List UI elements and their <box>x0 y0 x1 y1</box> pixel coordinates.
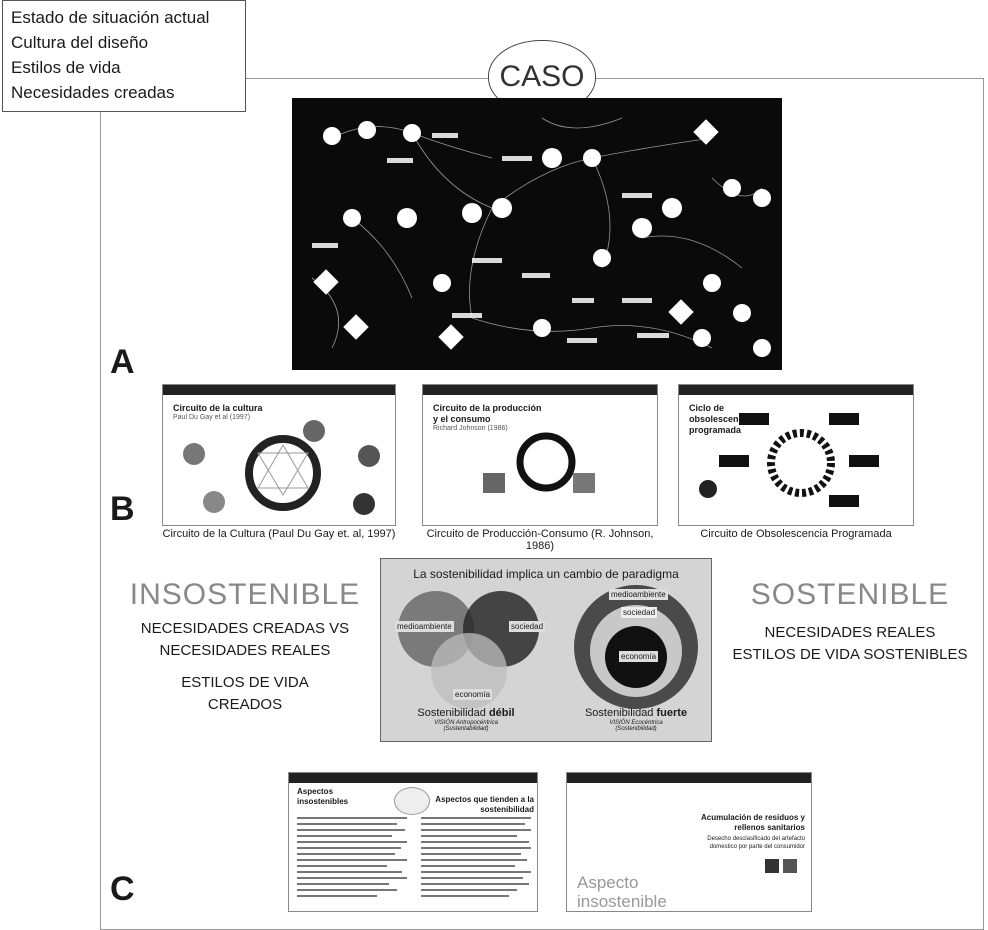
slide-subtext: Desecho desclasificado del artefacto dom… <box>707 836 805 850</box>
panel-subtitle: Richard Johnson (1986) <box>433 425 508 432</box>
culture-cycle-diagram <box>245 435 321 511</box>
venn-label-society: sociedad <box>509 621 546 632</box>
production-consumption-panel: Circuito de la producción y el consumo R… <box>422 384 658 526</box>
section-letter-a: A <box>110 343 135 381</box>
label-box <box>739 413 769 425</box>
unsustainable-line: NECESIDADES CREADAS VS <box>140 620 350 637</box>
label-box <box>829 413 859 425</box>
section-letter-b: B <box>110 490 135 528</box>
sustainable-title: SOSTENIBLE <box>750 578 950 611</box>
venn-label-economy: economía <box>453 689 493 700</box>
caso-label: CASO <box>499 60 585 93</box>
photo-thumb <box>353 493 375 515</box>
weak-sub: VISIÓN Antropocéntrica (Sustentabilidad) <box>401 720 531 732</box>
topic-item: Necesidades creadas <box>11 83 175 102</box>
waste-accumulation-slide: Acumulación de residuos y rellenos sanit… <box>566 772 812 912</box>
text-lines <box>297 817 531 897</box>
slide-heading: Acumulación de residuos y rellenos sanit… <box>700 813 805 832</box>
photo-thumb <box>183 443 205 465</box>
photo-thumb <box>573 473 595 493</box>
topic-item: Estilos de vida <box>11 58 121 77</box>
label-box <box>719 455 749 467</box>
slide-big-text: Aspecto insostenible <box>577 873 667 911</box>
photo-thumb <box>203 491 225 513</box>
strong-caption: Sostenibilidad fuerte <box>571 707 701 719</box>
photo-thumb <box>303 420 325 442</box>
strong-sub-line: (Sostenibilidad) <box>615 726 657 732</box>
caption-production: Circuito de Producción-Consumo (R. Johns… <box>426 528 654 552</box>
sustainability-heading: La sostenibilidad implica un cambio de p… <box>413 567 679 581</box>
panel-title: Circuito de la producción y el consumo <box>433 403 542 424</box>
photo-thumb <box>483 473 505 493</box>
slide-heading-left: Aspectos insostenibles <box>297 787 349 806</box>
sustainable-block: SOSTENIBLE NECESIDADES REALES ESTILOS DE… <box>720 578 980 666</box>
weak-caption: Sostenibilidad débil <box>401 707 531 719</box>
unsustainable-line: CREADOS <box>207 696 283 713</box>
topic-item: Estado de situación actual <box>11 8 210 27</box>
unsustainable-aspects-slide: Aspectos insostenibles Aspectos que tien… <box>288 772 538 912</box>
label-box <box>849 455 879 467</box>
sustainable-line: NECESIDADES REALES <box>764 624 936 641</box>
photo-thumb <box>358 445 380 467</box>
caption-obsolescence: Circuito de Obsolescencia Programada <box>700 528 892 540</box>
unsustainable-line: NECESIDADES REALES <box>159 642 331 659</box>
unsustainable-title: INSOSTENIBLE <box>129 578 361 611</box>
production-cycle-diagram <box>516 432 576 492</box>
unsustainable-block: INSOSTENIBLE NECESIDADES CREADAS VS NECE… <box>120 578 370 716</box>
topic-item: Cultura del diseño <box>11 33 149 52</box>
mind-map-image <box>292 98 782 370</box>
strong-caption-word: Sostenibilidad <box>584 707 654 719</box>
strong-sub-line: VISIÓN Ecocéntrica <box>609 720 663 726</box>
section-letter-c: C <box>110 870 135 908</box>
photo-thumb <box>699 480 717 498</box>
venn-label-environment: medioambiente <box>395 621 454 632</box>
nested-label-economy: economía <box>619 651 659 662</box>
weak-caption-bold: débil <box>488 707 515 719</box>
caption-culture: Circuito de la Cultura (Paul Du Gay et. … <box>162 528 396 540</box>
weak-sub-line: (Sustentabilidad) <box>443 726 489 732</box>
panel-title: Ciclo de obsolescencia programada <box>689 403 752 435</box>
robot-vacuum-image <box>394 787 430 815</box>
weak-sub-line: VISIÓN Antropocéntrica <box>434 720 498 726</box>
unsustainable-line: ESTILOS DE VIDA <box>181 674 309 691</box>
label-box <box>829 495 859 507</box>
strong-caption-bold: fuerte <box>656 707 688 719</box>
topic-list-box: Estado de situación actual Cultura del d… <box>2 0 246 112</box>
strong-sub: VISIÓN Ecocéntrica (Sostenibilidad) <box>571 720 701 732</box>
weak-caption-word: Sostenibilidad <box>417 707 486 719</box>
badge-icon <box>783 859 797 873</box>
slide-heading-right: Aspectos que tienden a la sostenibilidad <box>435 795 534 814</box>
panel-title: Circuito de la cultura <box>173 403 263 413</box>
sustainability-diagram: La sostenibilidad implica un cambio de p… <box>380 558 712 742</box>
panel-subtitle: Paul Du Gay et al (1997) <box>173 414 251 421</box>
nested-label-environment: medioambiente <box>609 589 668 600</box>
obsolescence-panel: Ciclo de obsolescencia programada <box>678 384 914 526</box>
culture-circuit-panel: Circuito de la cultura Paul Du Gay et al… <box>162 384 396 526</box>
sustainable-line: ESTILOS DE VIDA SOSTENIBLES <box>732 646 968 663</box>
badge-icon <box>765 859 779 873</box>
obsolescence-cycle-diagram <box>767 429 835 497</box>
mind-map-drawing <box>311 117 771 357</box>
nested-label-society: sociedad <box>621 607 658 618</box>
